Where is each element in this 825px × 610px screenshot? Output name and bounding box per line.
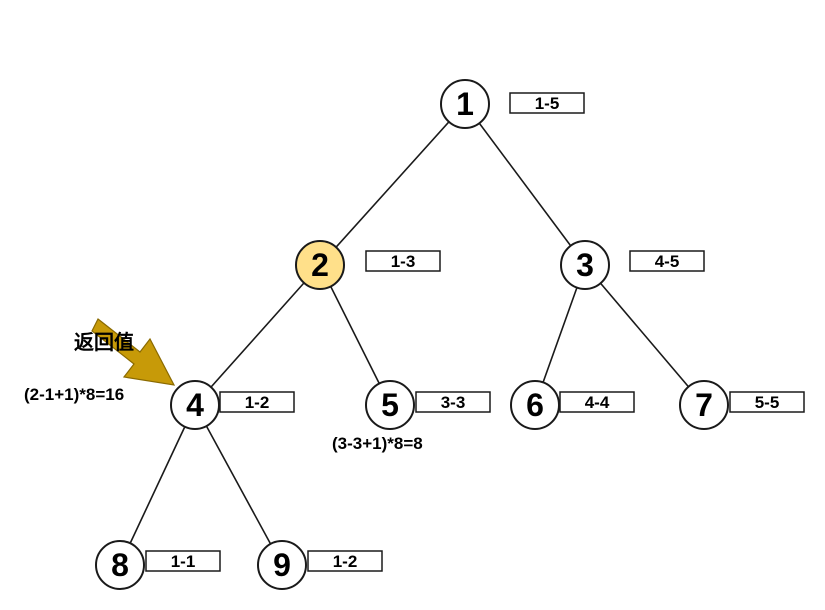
node-label: 8 <box>111 547 129 583</box>
edges-layer <box>129 121 690 545</box>
node-circle <box>170 380 220 430</box>
range-label: 5-5 <box>755 393 780 412</box>
node-4-formula: (2-1+1)*8=16 <box>24 385 124 404</box>
edge-3-7 <box>599 282 690 388</box>
edge-4-8 <box>129 426 186 544</box>
return-value-label: 返回值 <box>74 330 134 354</box>
range-box <box>415 391 491 413</box>
edge-3-6 <box>542 287 578 383</box>
tree-node-5: 5 3-3 <box>365 380 491 430</box>
tree-node-1: 1 1-5 <box>440 79 585 129</box>
tree-node-8: 8 1-1 <box>95 540 221 590</box>
node-label: 4 <box>186 387 204 423</box>
node-label: 5 <box>381 387 399 423</box>
node-circle <box>679 380 729 430</box>
node-label: 9 <box>273 547 291 583</box>
node-label: 7 <box>695 387 713 423</box>
node-label: 1 <box>456 86 474 122</box>
nodes-layer: 1 1-5 2 1-3 3 4-5 4 1-2 5 3-3 6 4-4 7 5-5 8 1-1 9 1-2 <box>95 79 805 590</box>
edge-2-5 <box>330 286 380 384</box>
tree-node-6: 6 4-4 <box>510 380 635 430</box>
range-box <box>307 550 383 572</box>
tree-node-3: 3 4-5 <box>560 240 705 290</box>
return-arrow <box>91 318 176 386</box>
node-circle <box>95 540 145 590</box>
node-circle <box>560 240 610 290</box>
range-box <box>145 550 221 572</box>
range-label: 1-5 <box>535 94 560 113</box>
node-label: 6 <box>526 387 544 423</box>
node-circle <box>295 240 345 290</box>
range-box <box>219 391 295 413</box>
range-label: 1-2 <box>333 552 358 571</box>
tree-node-2: 2 1-3 <box>295 240 441 290</box>
edge-4-9 <box>205 425 272 545</box>
node-5-formula: (3-3+1)*8=8 <box>332 434 423 453</box>
edge-1-3 <box>478 122 572 247</box>
node-circle <box>365 380 415 430</box>
range-label: 1-1 <box>171 552 196 571</box>
edge-1-2 <box>335 121 450 248</box>
tree-node-4: 4 1-2 <box>170 380 295 430</box>
range-label: 1-2 <box>245 393 270 412</box>
return-arrow-icon <box>91 318 176 386</box>
edge-2-4 <box>210 282 305 388</box>
range-box <box>729 391 805 413</box>
node-circle <box>510 380 560 430</box>
tree-node-9: 9 1-2 <box>257 540 383 590</box>
range-box <box>365 250 441 272</box>
node-circle <box>257 540 307 590</box>
node-circle <box>440 79 490 129</box>
range-label: 3-3 <box>441 393 466 412</box>
node-label: 2 <box>311 247 329 283</box>
range-label: 1-3 <box>391 252 416 271</box>
range-box <box>509 92 585 114</box>
range-box <box>629 250 705 272</box>
range-label: 4-4 <box>585 393 610 412</box>
range-label: 4-5 <box>655 252 680 271</box>
range-box <box>559 391 635 413</box>
tree-node-7: 7 5-5 <box>679 380 805 430</box>
node-label: 3 <box>576 247 594 283</box>
